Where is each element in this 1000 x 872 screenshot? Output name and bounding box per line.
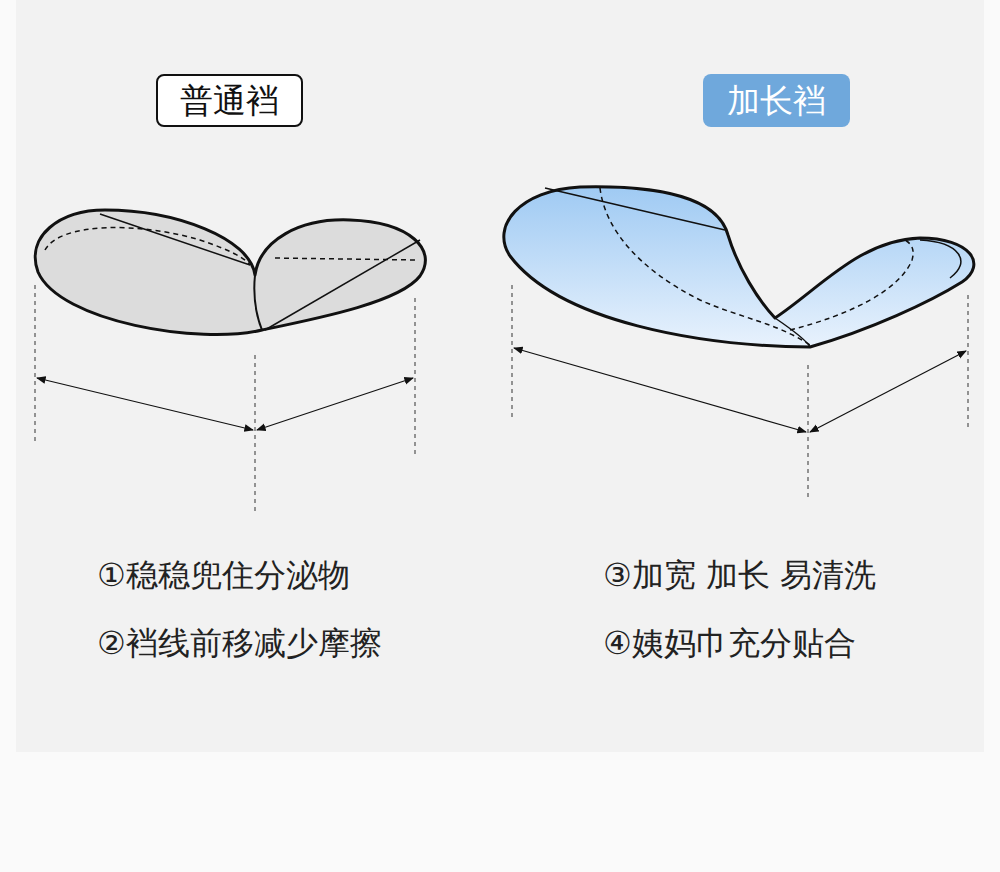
- feature-note: ④姨妈巾充分贴合: [603, 624, 856, 662]
- pad-type-label: 普通裆: [180, 81, 279, 121]
- feature-note: ②裆线前移减少摩擦: [97, 624, 382, 662]
- pad-type-label: 加长裆: [727, 81, 826, 121]
- feature-note: ①稳稳兜住分泌物: [97, 556, 350, 594]
- pad-type-box: 普通裆: [156, 74, 303, 127]
- feature-note: ③加宽 加长 易清洗: [603, 556, 876, 594]
- pad-type-box: 加长裆: [703, 74, 850, 127]
